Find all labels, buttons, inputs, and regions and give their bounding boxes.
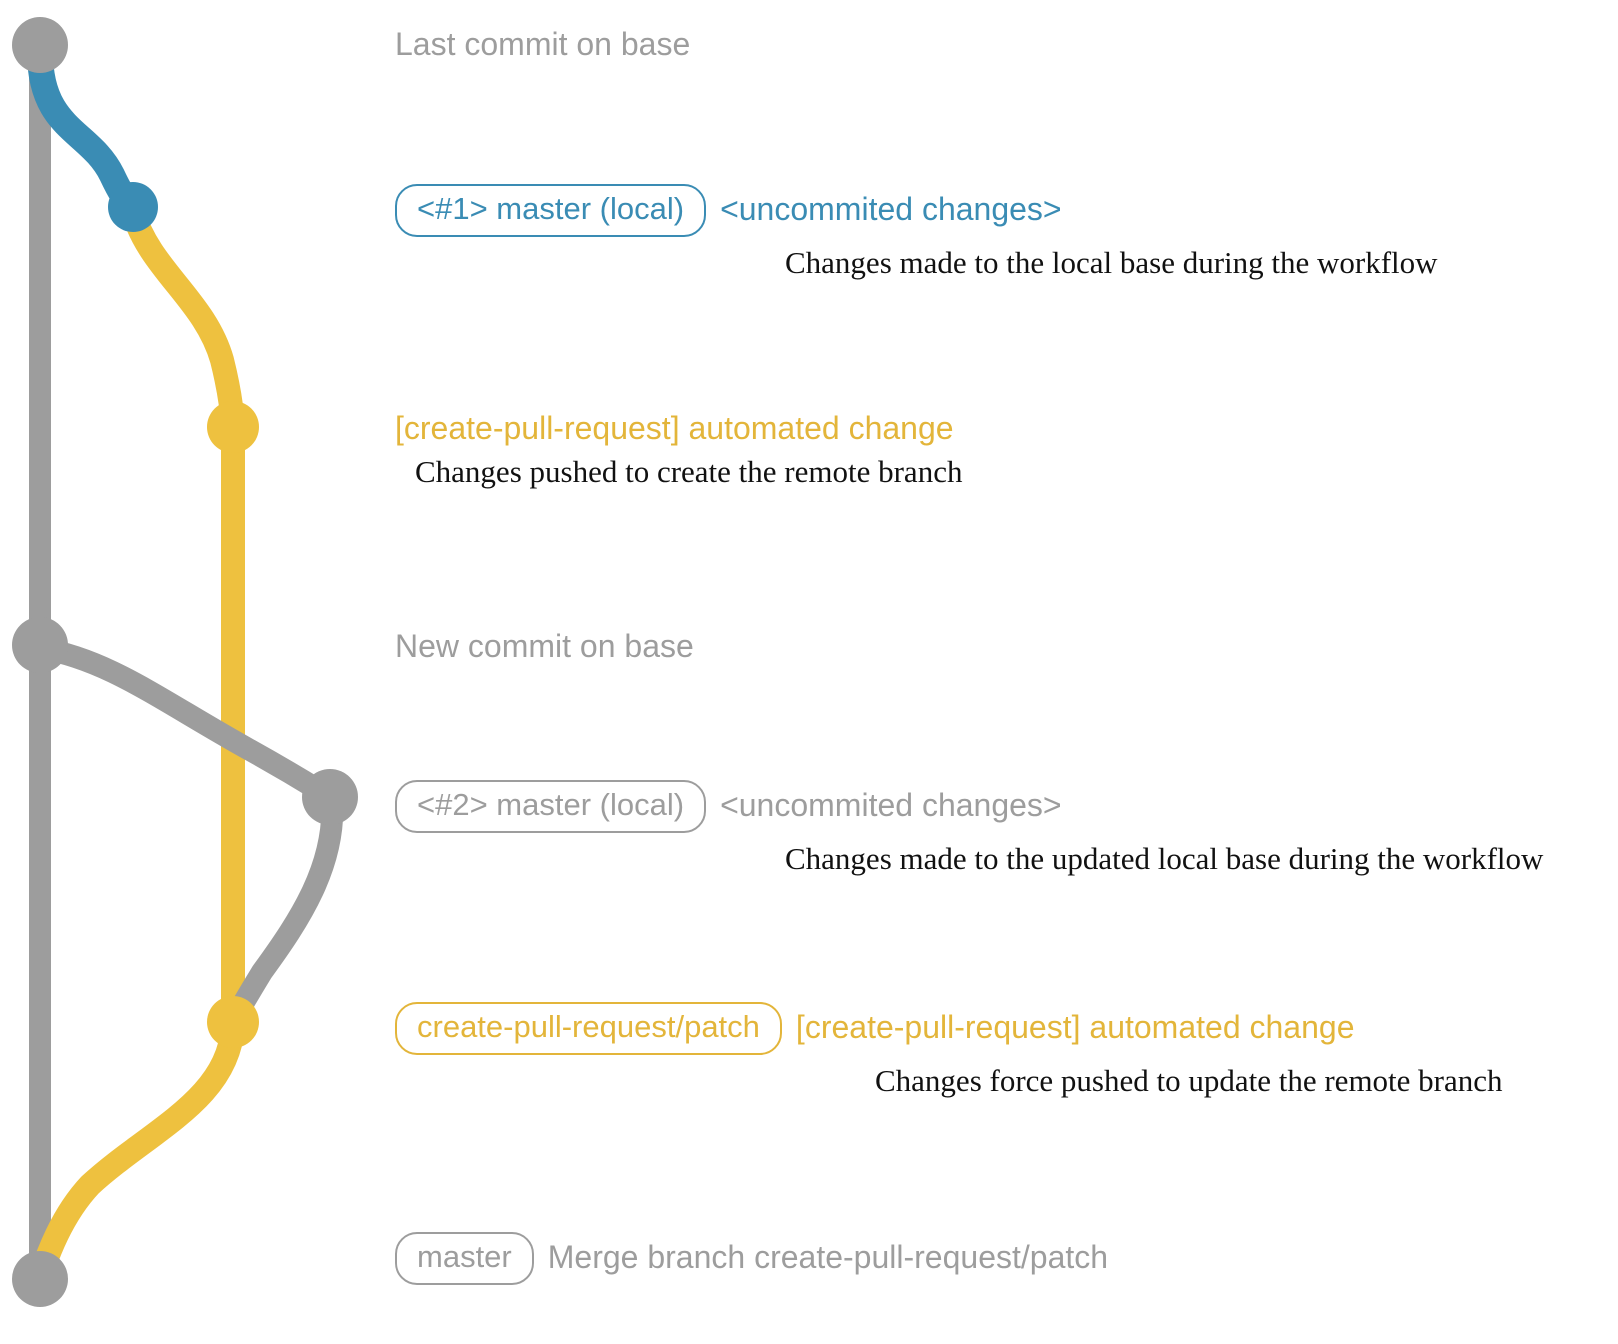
commit-node-local-1[interactable] [108, 182, 158, 232]
commit-node-merge[interactable] [12, 1251, 68, 1307]
commit-row-automated-change-2: create-pull-request/patch [create-pull-r… [395, 1002, 1503, 1099]
merge-curve-line [28, 1014, 245, 1291]
commit-subject: New commit on base [395, 628, 694, 664]
commit-description: Changes force pushed to update the remot… [875, 1062, 1503, 1098]
commit-description: Changes pushed to create the remote bran… [415, 453, 963, 489]
commit-row-last-commit-on-base: Last commit on base [395, 26, 691, 62]
commit-node-patch-2[interactable] [207, 996, 259, 1048]
branch-badge-master-local-2[interactable]: <#2> master (local) [395, 780, 707, 833]
commit-subject: [create-pull-request] automated change [395, 410, 954, 446]
commit-description: Changes made to the local base during th… [785, 244, 1438, 280]
branch-badge-master-local-1[interactable]: <#1> master (local) [395, 184, 707, 237]
commit-subject: <uncommited changes> [720, 787, 1062, 824]
commit-node-base-head[interactable] [12, 17, 68, 73]
commit-row-header: [create-pull-request] automated change [395, 410, 962, 446]
commit-row-header: New commit on base [395, 628, 694, 664]
branch-badge-master[interactable]: master [395, 1232, 534, 1285]
git-graph [12, 17, 358, 1307]
commit-row-header: <#2> master (local) <uncommited changes> [395, 780, 1543, 833]
commit-description: Changes made to the updated local base d… [785, 840, 1544, 876]
commit-row-new-commit-on-base: New commit on base [395, 628, 694, 664]
commit-subject: Merge branch create-pull-request/patch [547, 1239, 1109, 1276]
commit-node-base-new[interactable] [12, 617, 68, 673]
commit-row-master-local-2: <#2> master (local) <uncommited changes>… [395, 780, 1543, 877]
commit-subject: Last commit on base [395, 26, 691, 62]
commit-row-merge-commit: master Merge branch create-pull-request/… [395, 1232, 1108, 1285]
branch-badge-create-pull-request-patch[interactable]: create-pull-request/patch [395, 1002, 782, 1055]
commit-row-automated-change-1: [create-pull-request] automated change C… [395, 410, 963, 490]
commit-row-header: master Merge branch create-pull-request/… [395, 1232, 1108, 1285]
commit-node-patch-1[interactable] [207, 401, 259, 453]
commit-subject: [create-pull-request] automated change [795, 1009, 1355, 1046]
commit-node-local-2[interactable] [302, 769, 358, 825]
commit-row-master-local-1: <#1> master (local) <uncommited changes>… [395, 184, 1438, 281]
commit-row-header: create-pull-request/patch [create-pull-r… [395, 1002, 1503, 1055]
commit-subject: <uncommited changes> [720, 191, 1062, 228]
commit-row-header: Last commit on base [395, 26, 691, 62]
commit-row-header: <#1> master (local) <uncommited changes> [395, 184, 1438, 237]
